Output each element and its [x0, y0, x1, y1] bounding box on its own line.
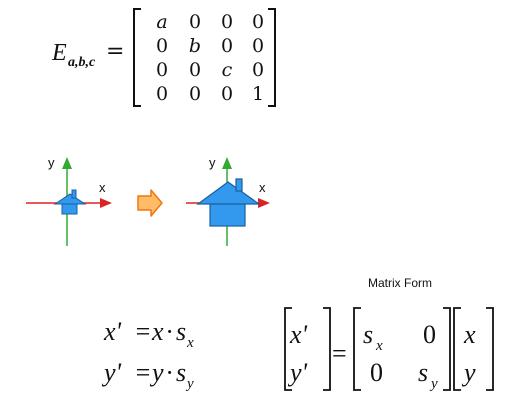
scale-sub-x: x [375, 338, 383, 354]
small-house-roof [53, 193, 87, 205]
matrix-symbol: E [51, 40, 67, 66]
eq2-lhs: y' [101, 358, 122, 387]
eq1-equals: = [134, 317, 152, 346]
matrix-right-bracket [268, 8, 276, 107]
diagram-before: y x [26, 155, 112, 246]
matrix-cell: 0 [189, 11, 201, 33]
matrix-cell: 0 [221, 35, 233, 57]
vector-right-entry-1: x [463, 320, 476, 349]
small-house-body [61, 202, 78, 215]
matrix-cell: b [189, 35, 201, 57]
eq2-sub: y [185, 376, 194, 392]
vector-left-close-bracket [323, 307, 331, 391]
matrix-cell: a [156, 11, 167, 33]
eq1-var: x [151, 317, 164, 346]
eq1-sub: x [186, 335, 194, 351]
scalar-equation-1: x' = x · s x [103, 317, 194, 351]
diagram-after: y x [186, 155, 270, 246]
svg-text:y' = y ·: y' = y · s [101, 358, 186, 387]
scale-s-x: s [363, 320, 373, 349]
large-house-roof [196, 181, 261, 205]
matrix-subscript: a,b,c [68, 55, 96, 70]
x-axis-label: x [259, 180, 266, 195]
x-axis-label: x [99, 180, 106, 195]
large-house-body [209, 202, 246, 227]
svg-text:x' = x ·: x' = x · s [103, 317, 186, 346]
matrix-cell: 0 [252, 35, 264, 57]
vector-left-open-bracket [284, 307, 292, 391]
matrix-cell: 0 [221, 11, 233, 33]
matrix-form-equals: = [332, 339, 347, 368]
matrix-cell: 0 [156, 83, 168, 105]
y-axis-arrow [62, 157, 72, 169]
eq1-dot: · [166, 317, 173, 346]
y-axis-label: y [209, 155, 216, 170]
matrix-cell: 0 [221, 83, 233, 105]
vector-right-close-bracket [486, 307, 494, 391]
matrix-equals: = [106, 39, 124, 64]
matrix-cell: 0 [252, 59, 264, 81]
eq2-var: y [149, 358, 164, 387]
matrix-form-caption: Matrix Form [368, 276, 432, 290]
scale-zero-2: 0 [370, 358, 383, 387]
scale-zero-1: 0 [423, 320, 436, 349]
vector-left-entry-2: y' [287, 358, 308, 387]
scale-matrix-close-bracket [443, 307, 451, 391]
vector-right-entry-2: y [461, 358, 476, 387]
eq2-equals: = [134, 358, 152, 387]
matrix-cell: c [222, 59, 233, 81]
scalar-equation-2: y' = y · s y [101, 358, 194, 392]
eq2-dot: · [166, 358, 173, 387]
large-house-chimney [235, 178, 243, 192]
x-axis-arrow [100, 198, 112, 208]
small-house-chimney [71, 189, 77, 199]
x-axis-arrow [258, 198, 270, 208]
y-axis-arrow [222, 157, 232, 169]
scale-sub-y: y [429, 376, 438, 392]
scale-matrix-open-bracket [353, 307, 361, 391]
y-axis-label: y [48, 155, 55, 170]
transform-arrow-icon [137, 189, 163, 217]
matrix-cell: 0 [189, 83, 201, 105]
matrix-cell: 1 [252, 83, 264, 105]
vector-left-entry-1: x' [289, 320, 308, 349]
eq2-s: s [176, 358, 186, 387]
eq1-lhs: x' [103, 317, 122, 346]
matrix-cell: 0 [252, 11, 264, 33]
matrix-cell: 0 [156, 59, 168, 81]
matrix-form-equation: x' y' = s x 0 0 s y x y [284, 307, 494, 392]
matrix-left-bracket [133, 8, 141, 107]
scale-s-y: s [418, 358, 428, 387]
eq1-s: s [176, 317, 186, 346]
matrix-cell: 0 [156, 35, 168, 57]
vector-right-open-bracket [453, 307, 461, 391]
matrix-cell: 0 [189, 59, 201, 81]
